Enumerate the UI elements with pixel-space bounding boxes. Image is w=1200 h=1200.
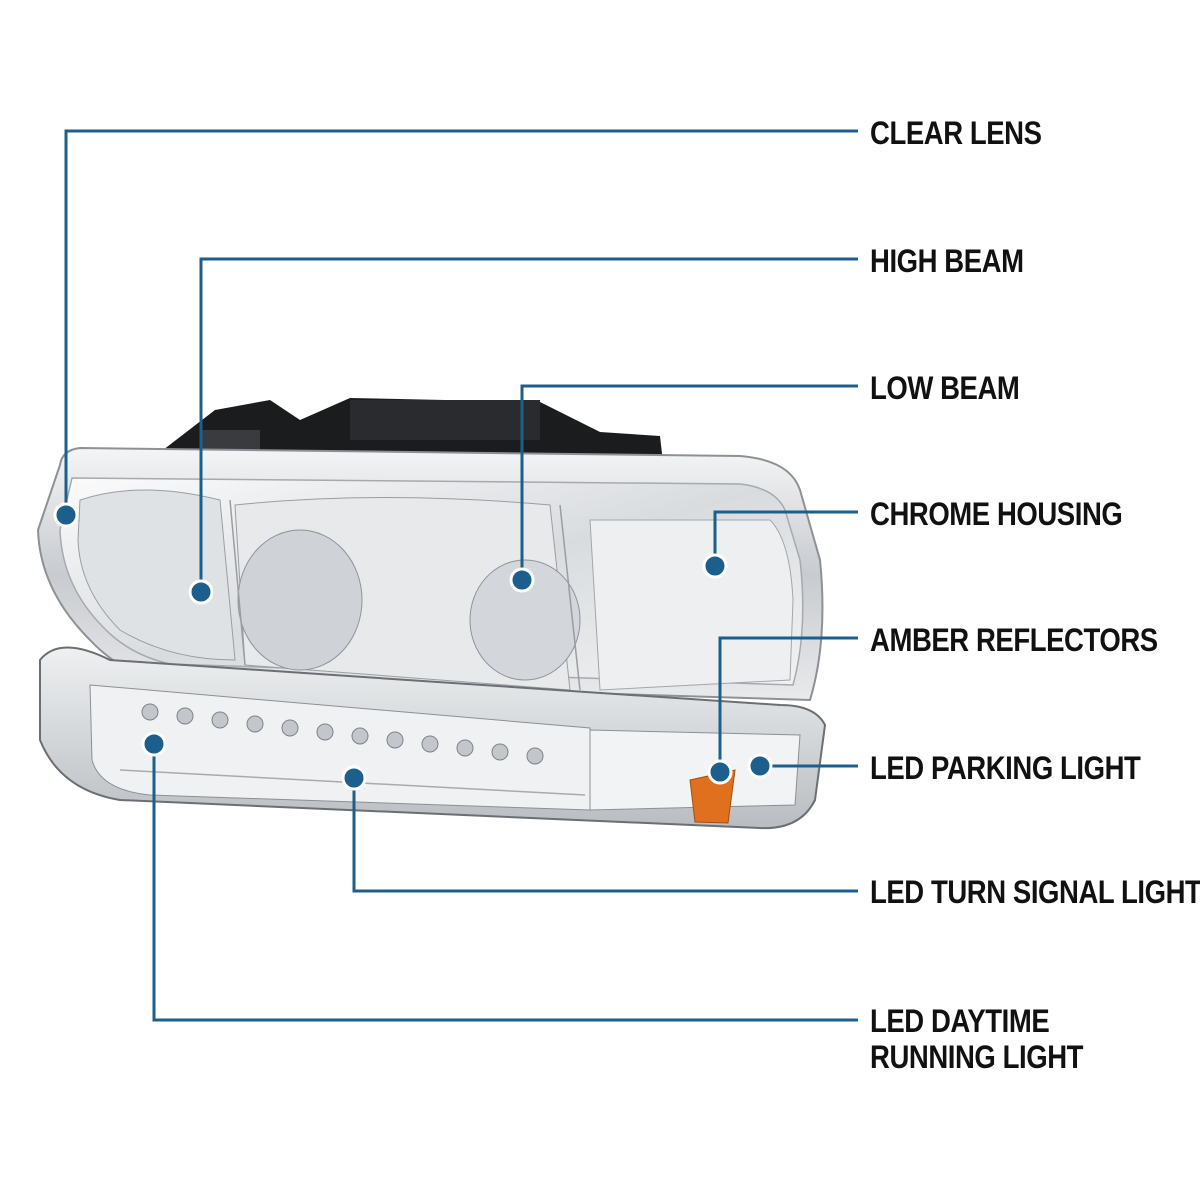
leader-line-chrome-housing — [713, 510, 858, 566]
callout-dots — [53, 502, 773, 791]
leader-line-led-daytime-running-light — [152, 744, 858, 1022]
label-led-parking-light: LED PARKING LIGHT — [870, 750, 1141, 786]
dot-led-parking-light — [747, 753, 773, 779]
dot-chrome-housing — [702, 553, 728, 579]
leader-line-clear-lens — [64, 129, 858, 515]
dot-clear-lens — [53, 502, 79, 528]
label-amber-reflectors: AMBER REFLECTORS — [870, 622, 1158, 658]
leader-lines — [64, 129, 858, 1022]
label-led-turn-signal-light: LED TURN SIGNAL LIGHT — [870, 874, 1200, 910]
dot-amber-reflectors — [707, 759, 733, 785]
led-row — [141, 703, 544, 765]
dot-low-beam — [509, 567, 535, 593]
label-high-beam: HIGH BEAM — [870, 243, 1024, 279]
label-led-daytime-running-light: LED DAYTIME RUNNING LIGHT — [870, 1003, 1084, 1075]
label-chrome-housing: CHROME HOUSING — [870, 496, 1123, 532]
dot-high-beam — [188, 579, 214, 605]
label-low-beam: LOW BEAM — [870, 370, 1020, 406]
dot-led-turn-signal-light — [341, 765, 367, 791]
leader-line-low-beam — [520, 384, 858, 580]
dot-led-daytime-running-light — [141, 731, 167, 757]
main-headlight-assembly — [36, 446, 824, 702]
label-clear-lens: CLEAR LENS — [870, 115, 1042, 151]
leader-line-high-beam — [199, 257, 858, 592]
leader-line-led-turn-signal-light — [352, 778, 858, 893]
leader-line-amber-reflectors — [718, 636, 858, 772]
